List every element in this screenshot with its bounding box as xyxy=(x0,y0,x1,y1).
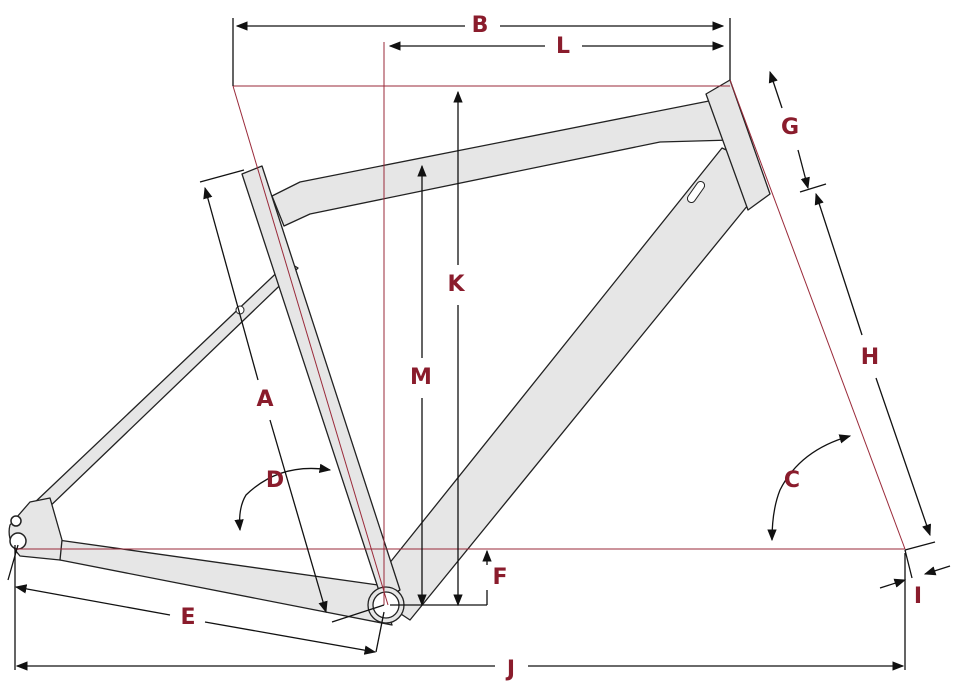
label-j: J xyxy=(505,657,515,682)
label-e: E xyxy=(180,605,195,630)
label-f: F xyxy=(492,565,507,590)
seat-tube xyxy=(241,165,401,601)
top-tube xyxy=(271,99,741,227)
head-tube xyxy=(705,79,771,211)
chainstay xyxy=(57,539,393,626)
label-g: G xyxy=(781,115,799,140)
label-d: D xyxy=(266,468,284,493)
label-b: B xyxy=(472,13,489,38)
frame xyxy=(8,79,771,626)
label-h: H xyxy=(861,345,879,370)
label-c: C xyxy=(784,468,800,493)
dimension-lines xyxy=(7,18,951,671)
label-m: M xyxy=(410,365,432,390)
reference-lines xyxy=(15,42,906,606)
label-k: K xyxy=(447,272,465,297)
label-l: L xyxy=(556,34,570,59)
label-i: I xyxy=(914,584,922,609)
dimension-labels: B L G K M H A C D F E I J xyxy=(180,13,922,682)
label-a: A xyxy=(256,387,273,412)
